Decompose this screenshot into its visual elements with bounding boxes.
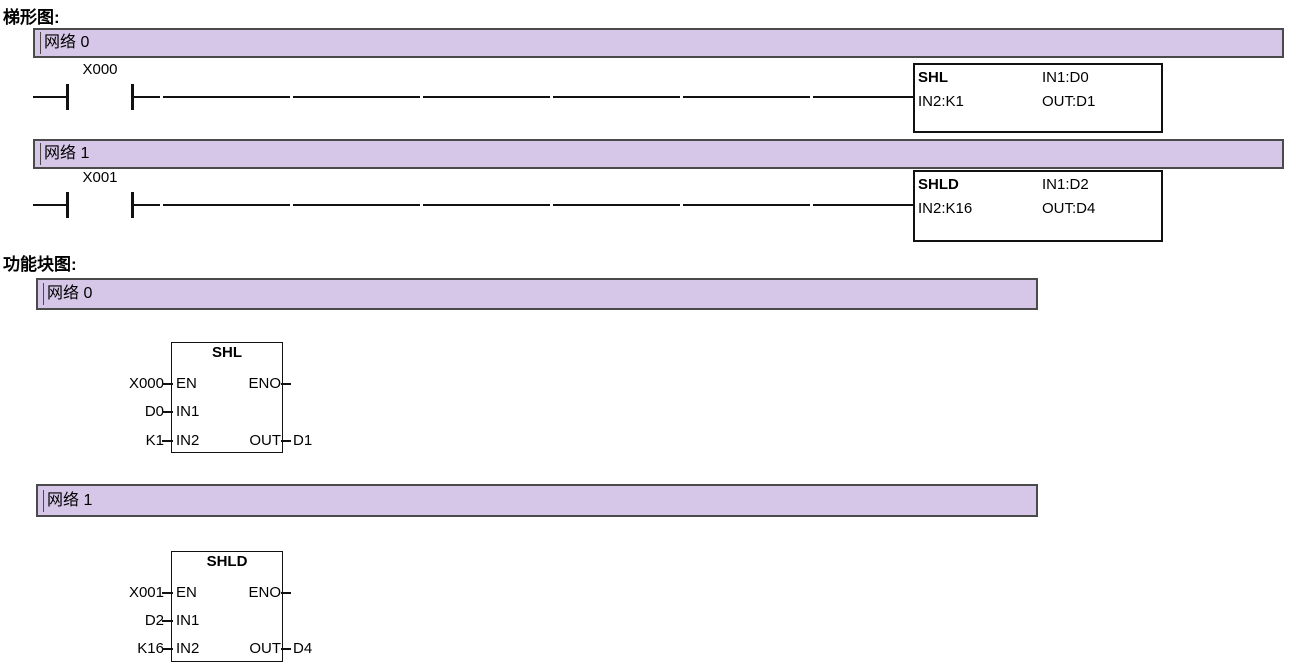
ladder-network-0-header: 网络 0 (33, 28, 1284, 58)
pin-connector-out (281, 440, 291, 442)
function-block-shl (171, 342, 283, 453)
network-label: 网络 0 (40, 32, 89, 54)
network-label: 网络 1 (43, 489, 92, 512)
network-label: 网络 1 (40, 143, 89, 165)
rung-line (134, 204, 914, 206)
rung-lead-line (33, 204, 68, 206)
block-name: SHLD (918, 176, 959, 193)
function-block-name: SHLD (206, 553, 248, 570)
in1-source-operand: D2 (144, 612, 164, 629)
pin-connector-eno (281, 592, 291, 594)
pin-connector-in1 (162, 411, 173, 413)
instruction-block-shld: SHLD IN1:D2 IN2:K16 OUT:D4 (913, 170, 1163, 242)
in2-source-operand: K1 (145, 432, 164, 449)
pin-en: EN (176, 584, 197, 601)
ladder-section-title: 梯形图: (3, 8, 60, 27)
pin-connector-in2 (162, 440, 173, 442)
block-in1-param: IN1:D0 (1042, 69, 1089, 86)
pin-connector-en (162, 592, 173, 594)
block-out-param: OUT:D4 (1042, 200, 1096, 217)
ladder-network-1-header: 网络 1 (33, 139, 1284, 169)
pin-out: OUT (249, 640, 281, 657)
block-in2-param: IN2:K1 (918, 93, 964, 110)
contact-label: X001 (82, 169, 118, 186)
block-out-param: OUT:D1 (1042, 93, 1096, 110)
block-in1-param: IN1:D2 (1042, 176, 1089, 193)
rung-lead-line (33, 96, 68, 98)
pin-connector-in2 (162, 648, 173, 650)
en-source-operand: X001 (128, 584, 164, 601)
fbd-section-title: 功能块图: (3, 255, 77, 274)
contact-left-bar (66, 192, 69, 218)
pin-eno: ENO (248, 375, 281, 392)
block-in2-param: IN2:K16 (918, 200, 973, 217)
contact-right-bar (131, 84, 134, 110)
out-target-operand: D4 (293, 640, 313, 657)
pin-connector-out (281, 648, 291, 650)
out-target-operand: D1 (293, 432, 313, 449)
pin-connector-en (162, 383, 173, 385)
contact-right-bar (131, 192, 134, 218)
pin-in2: IN2 (176, 432, 200, 449)
pin-eno: ENO (248, 584, 281, 601)
pin-in1: IN1 (176, 612, 200, 629)
contact-left-bar (66, 84, 69, 110)
fbd-network-0-header: 网络 0 (36, 278, 1038, 310)
instruction-block-shl: SHL IN1:D0 IN2:K1 OUT:D1 (913, 63, 1163, 133)
rung-line (134, 96, 914, 98)
pin-connector-in1 (162, 620, 173, 622)
block-name: SHL (918, 69, 948, 86)
network-label: 网络 0 (43, 283, 92, 305)
pin-in1: IN1 (176, 403, 200, 420)
pin-en: EN (176, 375, 197, 392)
en-source-operand: X000 (128, 375, 164, 392)
fbd-network-1-header: 网络 1 (36, 484, 1038, 517)
function-block-name: SHL (212, 344, 242, 361)
function-block-shld (171, 551, 283, 662)
contact-label: X000 (82, 61, 118, 78)
pin-in2: IN2 (176, 640, 200, 657)
pin-connector-eno (281, 383, 291, 385)
in1-source-operand: D0 (144, 403, 164, 420)
in2-source-operand: K16 (137, 640, 164, 657)
pin-out: OUT (249, 432, 281, 449)
